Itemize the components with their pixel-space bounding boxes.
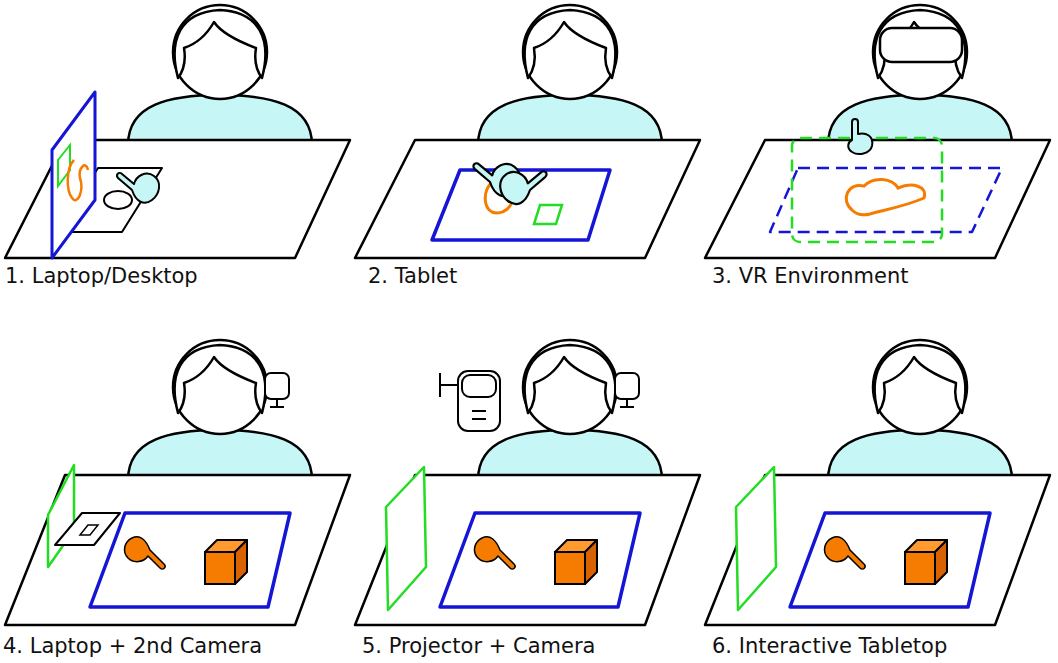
vr-setup xyxy=(705,5,1050,258)
setup-caption: 4. Laptop + 2nd Camera xyxy=(3,634,262,659)
setup-caption: 5. Projector + Camera xyxy=(362,634,595,659)
tablet-setup xyxy=(355,5,700,258)
tabletop-setup xyxy=(705,340,1050,625)
laptop-camera-setup xyxy=(5,340,350,625)
setup-caption: 2. Tablet xyxy=(368,264,457,289)
setup-caption: 3. VR Environment xyxy=(712,264,908,289)
setup-caption: 1. Laptop/Desktop xyxy=(5,264,198,289)
projector-camera-setup xyxy=(355,340,700,625)
setup-caption: 6. Interactive Tabletop xyxy=(712,634,947,659)
laptop-setup xyxy=(5,5,350,258)
